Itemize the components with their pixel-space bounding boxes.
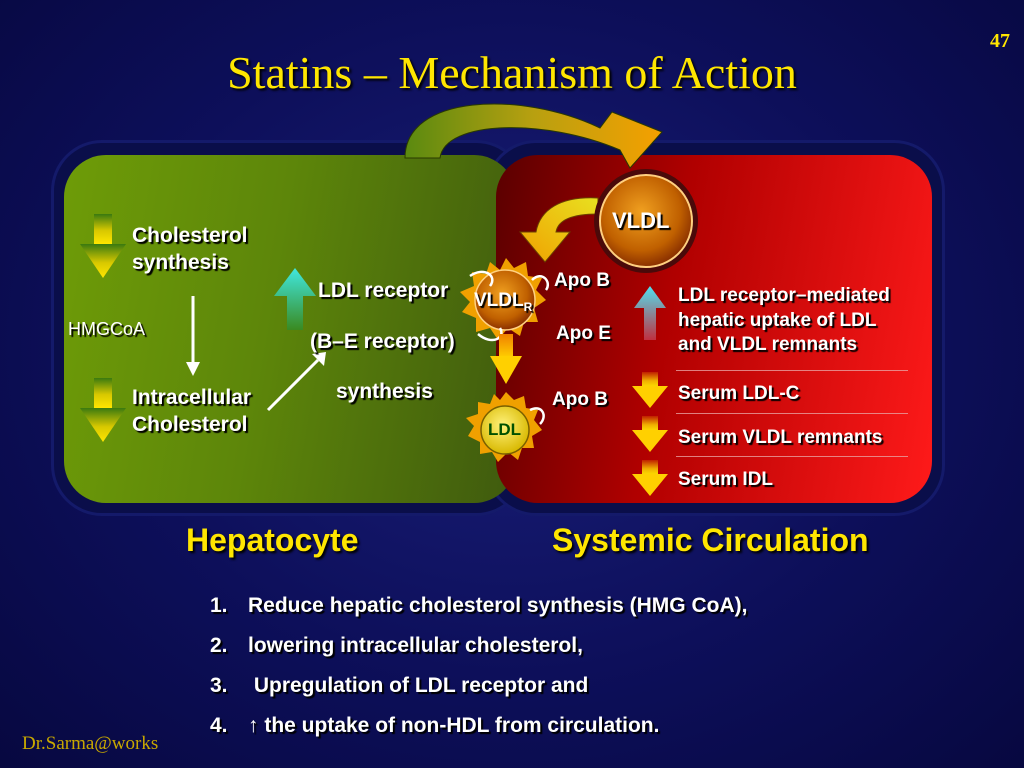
- cholesterol-synthesis-label: Cholesterol synthesis: [132, 224, 248, 275]
- ldl-particle: [466, 392, 545, 462]
- serum-idl-label: Serum IDL: [678, 469, 774, 490]
- serum-ldl-down-arrow: [632, 372, 668, 408]
- serum-idl-down-arrow: [632, 460, 668, 496]
- ldl-receptor-label: LDL receptor: [318, 279, 449, 302]
- intracellular-cholesterol-down-arrow: [80, 378, 126, 442]
- ldl-receptor-up-arrow: [274, 268, 316, 330]
- divider-3: [676, 456, 908, 457]
- hepatic-uptake-up-arrow: [634, 286, 666, 340]
- be-receptor-label: (B–E receptor): [310, 330, 455, 353]
- circulation-section-label: Systemic Circulation: [552, 522, 869, 558]
- footer-credit: Dr.Sarma@works: [22, 733, 159, 754]
- divider-2: [676, 413, 908, 414]
- vldl-remnant-label: VLDLR: [474, 290, 533, 314]
- transfer-arc-arrow: [404, 103, 663, 169]
- vldl-particle: [594, 169, 698, 273]
- cholesterol-synthesis-down-arrow: [80, 214, 126, 278]
- apo-b-label-2: Apo B: [552, 389, 608, 410]
- slide-title: Statins – Mechanism of Action: [227, 47, 797, 98]
- step-item-4: 4.↑ the uptake of non-HDL from circulati…: [210, 714, 660, 737]
- hepatocyte-section-label: Hepatocyte: [186, 522, 359, 558]
- hepatic-uptake-label: LDL receptor–mediated hepatic uptake of …: [678, 285, 890, 356]
- step-item-3: 3. Upregulation of LDL receptor and: [210, 674, 589, 697]
- ldl-label: LDL: [488, 420, 522, 439]
- hmgcoa-flow-arrow: [186, 296, 200, 376]
- step-item-2: 2.lowering intracellular cholesterol,: [210, 634, 583, 657]
- vldl-return-arrow: [518, 197, 599, 263]
- vldl-remnant-particle: [460, 258, 549, 342]
- apo-b-label-1: Apo B: [554, 270, 610, 291]
- step-item-1: 1.Reduce hepatic cholesterol synthesis (…: [210, 594, 748, 617]
- receptor-synthesis-label: synthesis: [336, 380, 433, 403]
- vldl-label: VLDL: [612, 208, 670, 233]
- divider-1: [676, 370, 908, 371]
- serum-vldl-down-arrow: [632, 416, 668, 452]
- serum-ldl-label: Serum LDL-C: [678, 383, 800, 404]
- hmgcoa-label: HMGCoA: [68, 319, 146, 339]
- apo-e-label: Apo E: [556, 323, 611, 344]
- serum-vldl-label: Serum VLDL remnants: [678, 427, 883, 448]
- vldl-to-ldl-arrow: [490, 334, 522, 384]
- intracellular-cholesterol-label: Intracellular Cholesterol: [132, 386, 252, 437]
- receptor-upregulation-arrow: [266, 352, 326, 412]
- slide-number: 47: [990, 30, 1010, 52]
